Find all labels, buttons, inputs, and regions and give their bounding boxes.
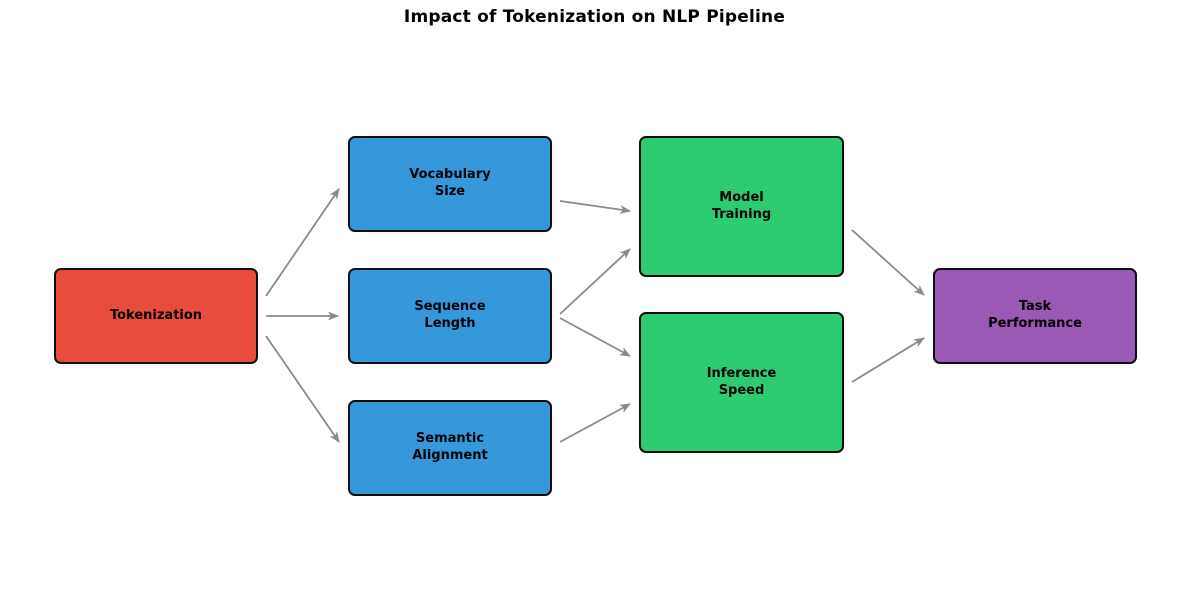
edge-sequence-length-model-training	[559, 248, 631, 315]
node-tokenization-label: Tokenization	[109, 307, 203, 323]
node-inference-speed: Inference Speed	[639, 312, 844, 453]
node-sequence-length-label: Sequence Length	[414, 299, 486, 331]
edge-semantic-alignment-inference-speed	[559, 403, 631, 443]
edge-model-training-task-performance	[851, 229, 925, 296]
node-vocabulary-size: Vocabulary Size	[348, 136, 552, 232]
node-semantic-alignment: Semantic Alignment	[348, 400, 552, 496]
diagram-title: Impact of Tokenization on NLP Pipeline	[403, 7, 786, 27]
edge-vocabulary-size-model-training	[559, 200, 631, 215]
node-inference-speed-label: Inference Speed	[706, 365, 777, 398]
edge-tokenization-semantic-alignment	[265, 335, 340, 443]
node-task-performance-label: Task Performance	[988, 299, 1082, 331]
node-model-training-label: Model Training	[711, 189, 772, 222]
node-vocabulary-size-label: Vocabulary Size	[409, 167, 491, 199]
node-semantic-alignment-label: Semantic Alignment	[412, 431, 488, 463]
edge-tokenization-vocabulary-size	[265, 188, 340, 297]
node-model-training: Model Training	[639, 136, 844, 277]
edge-inference-speed-task-performance	[851, 337, 925, 383]
node-tokenization: Tokenization	[54, 268, 258, 364]
node-sequence-length: Sequence Length	[348, 268, 552, 364]
node-task-performance: Task Performance	[933, 268, 1137, 364]
edge-sequence-length-inference-speed	[559, 317, 631, 357]
